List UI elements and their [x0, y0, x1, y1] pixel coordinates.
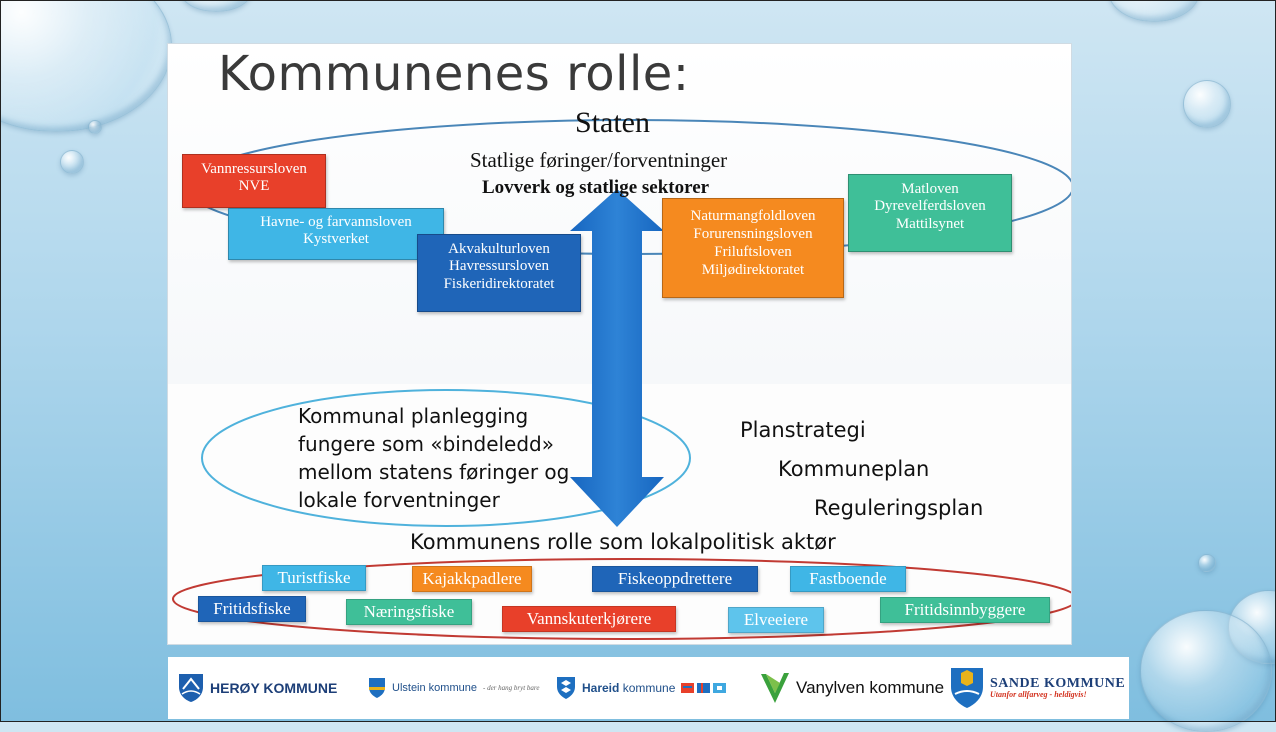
vanylven-v-icon [761, 673, 789, 703]
stakeholder-turistfiske: Turistfiske [262, 565, 366, 591]
hareid-name-rest: kommune [619, 681, 676, 695]
stakeholder-fiskeoppdrettere: Fiskeoppdrettere [592, 566, 758, 592]
state-subtitle-2: Lovverk og statlige sektorer [482, 177, 710, 198]
water-drop-decoration [60, 150, 84, 174]
water-drop-decoration [1108, 0, 1200, 22]
sande-name: SANDE KOMMUNE [990, 675, 1126, 691]
ulstein-tagline: - der hang bryt bare [482, 684, 540, 692]
heroy-name: HERØY KOMMUNE [210, 680, 338, 696]
logo-sande: SANDE KOMMUNE Utanfor allfarveg - heldig… [950, 657, 1125, 719]
stakeholder-elveeiere: Elveeiere [728, 607, 824, 633]
plan-level-reguleringsplan: Reguleringsplan [814, 496, 984, 520]
hareid-name: Hareid kommune [582, 681, 675, 695]
stakeholder-fritidsfiske: Fritidsfiske [198, 596, 306, 622]
sande-shield-icon [951, 668, 983, 708]
planning-line: Kommunal planlegging [298, 404, 529, 428]
planning-line: fungere som «bindeledd» [298, 432, 554, 456]
logo-hareid: Hareid kommune [556, 657, 727, 719]
state-subtitle: Statlige føringer/forventninger [470, 148, 728, 172]
sande-text: SANDE KOMMUNE Utanfor allfarveg - heldig… [990, 676, 1125, 700]
water-drop-decoration [180, 0, 252, 12]
state-heading: Staten [575, 106, 650, 139]
water-drop-decoration [1140, 610, 1272, 732]
water-drop-decoration [88, 120, 102, 134]
water-drop-decoration [1198, 554, 1216, 572]
double-arrow [570, 189, 664, 527]
ulstein-shield-icon [369, 678, 385, 698]
planning-line: mellom statens føringer og [298, 460, 570, 484]
hareid-flags-icon [681, 683, 727, 693]
ulstein-name: Ulstein kommune [392, 682, 477, 694]
planning-description: Kommunal planlegging fungere som «bindel… [298, 402, 569, 514]
slide: Kommunenes rolle: Staten Statlige føring… [168, 44, 1071, 644]
planning-line: lokale forventninger [298, 488, 500, 512]
stakeholder-fritidsinnbyggere: Fritidsinnbyggere [880, 597, 1050, 623]
heroy-shield-icon [179, 674, 203, 702]
hareid-shield-icon [557, 677, 575, 699]
local-ellipse [172, 558, 1071, 640]
plan-level-planstrategi: Planstrategi [740, 418, 866, 442]
sande-tagline: Utanfor allfarveg - heldigvis! [990, 690, 1087, 700]
hareid-name-bold: Hareid [582, 681, 620, 695]
municipality-logos: HERØY KOMMUNE Ulstein kommune - der hang… [168, 657, 1129, 719]
vanylven-name: Vanylven kommune [796, 678, 945, 697]
logo-ulstein: Ulstein kommune - der hang bryt bare [368, 657, 540, 719]
stakeholder-vannskuterkjorere: Vannskuterkjørere [502, 606, 676, 632]
water-drop-decoration [0, 0, 172, 132]
water-drop-decoration [1183, 80, 1231, 128]
planning-ellipse [201, 389, 691, 527]
slide-title: Kommunenes rolle: [218, 46, 690, 102]
local-role-heading: Kommunens rolle som lokalpolitisk aktør [410, 530, 836, 554]
stakeholder-fastboende: Fastboende [790, 566, 906, 592]
stakeholder-naeringsfiske: Næringsfiske [346, 599, 472, 625]
stakeholder-kajakkpadlere: Kajakkpadlere [412, 566, 532, 592]
logo-vanylven: Vanylven kommune [760, 657, 944, 719]
logo-heroy: HERØY KOMMUNE [178, 657, 337, 719]
plan-level-kommuneplan: Kommuneplan [778, 457, 930, 481]
